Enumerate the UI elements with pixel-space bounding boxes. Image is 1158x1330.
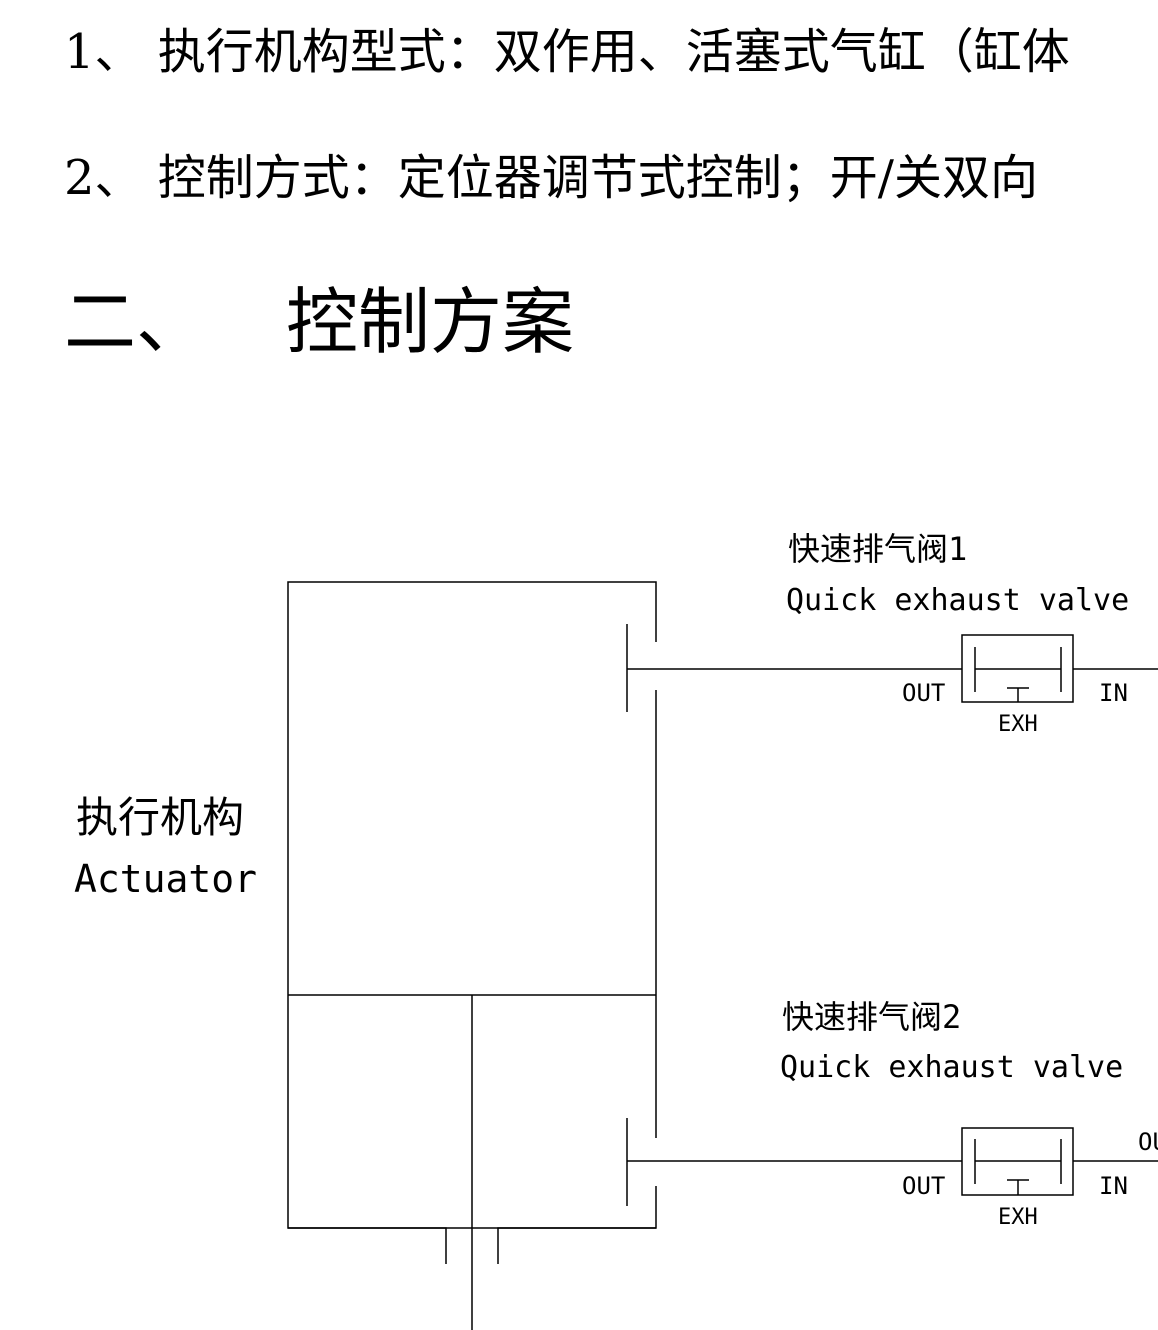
section-title: 控制方案	[286, 280, 575, 364]
valve1-out-label: OUT	[902, 679, 945, 707]
valve2-out-label: OUT	[902, 1172, 945, 1200]
spec-line-control-mode: 2、 控制方式：定位器调节式控制；开/关双向	[64, 150, 1038, 206]
valve1-label-cn: 快速排气阀1	[788, 530, 967, 568]
valve1-label-en: Quick exhaust valve	[786, 583, 1129, 618]
valve1-exh-label: EXH	[998, 712, 1038, 737]
valve1-in-label: IN	[1099, 679, 1128, 707]
valve2-exh-label: EXH	[998, 1205, 1038, 1230]
valve2-label-en: Quick exhaust valve	[780, 1050, 1123, 1085]
valve2-port-label-cut: OU	[1138, 1128, 1158, 1156]
spec-line-actuator-type: 1、 执行机构型式：双作用、活塞式气缸（缸体	[64, 24, 1070, 80]
quick-exhaust-valve-2	[961, 1127, 1074, 1196]
actuator-label-cn: 执行机构	[76, 793, 244, 842]
rod-gland-left	[288, 1227, 447, 1264]
valve2-label-cn: 快速排气阀2	[782, 998, 961, 1036]
section-number: 二、	[64, 280, 209, 364]
rod-gland-right	[497, 1227, 656, 1264]
actuator-label-en: Actuator	[74, 857, 257, 901]
cylinder-body-outline	[287, 581, 657, 1229]
valve2-in-label: IN	[1099, 1172, 1128, 1200]
quick-exhaust-valve-1	[961, 634, 1074, 703]
